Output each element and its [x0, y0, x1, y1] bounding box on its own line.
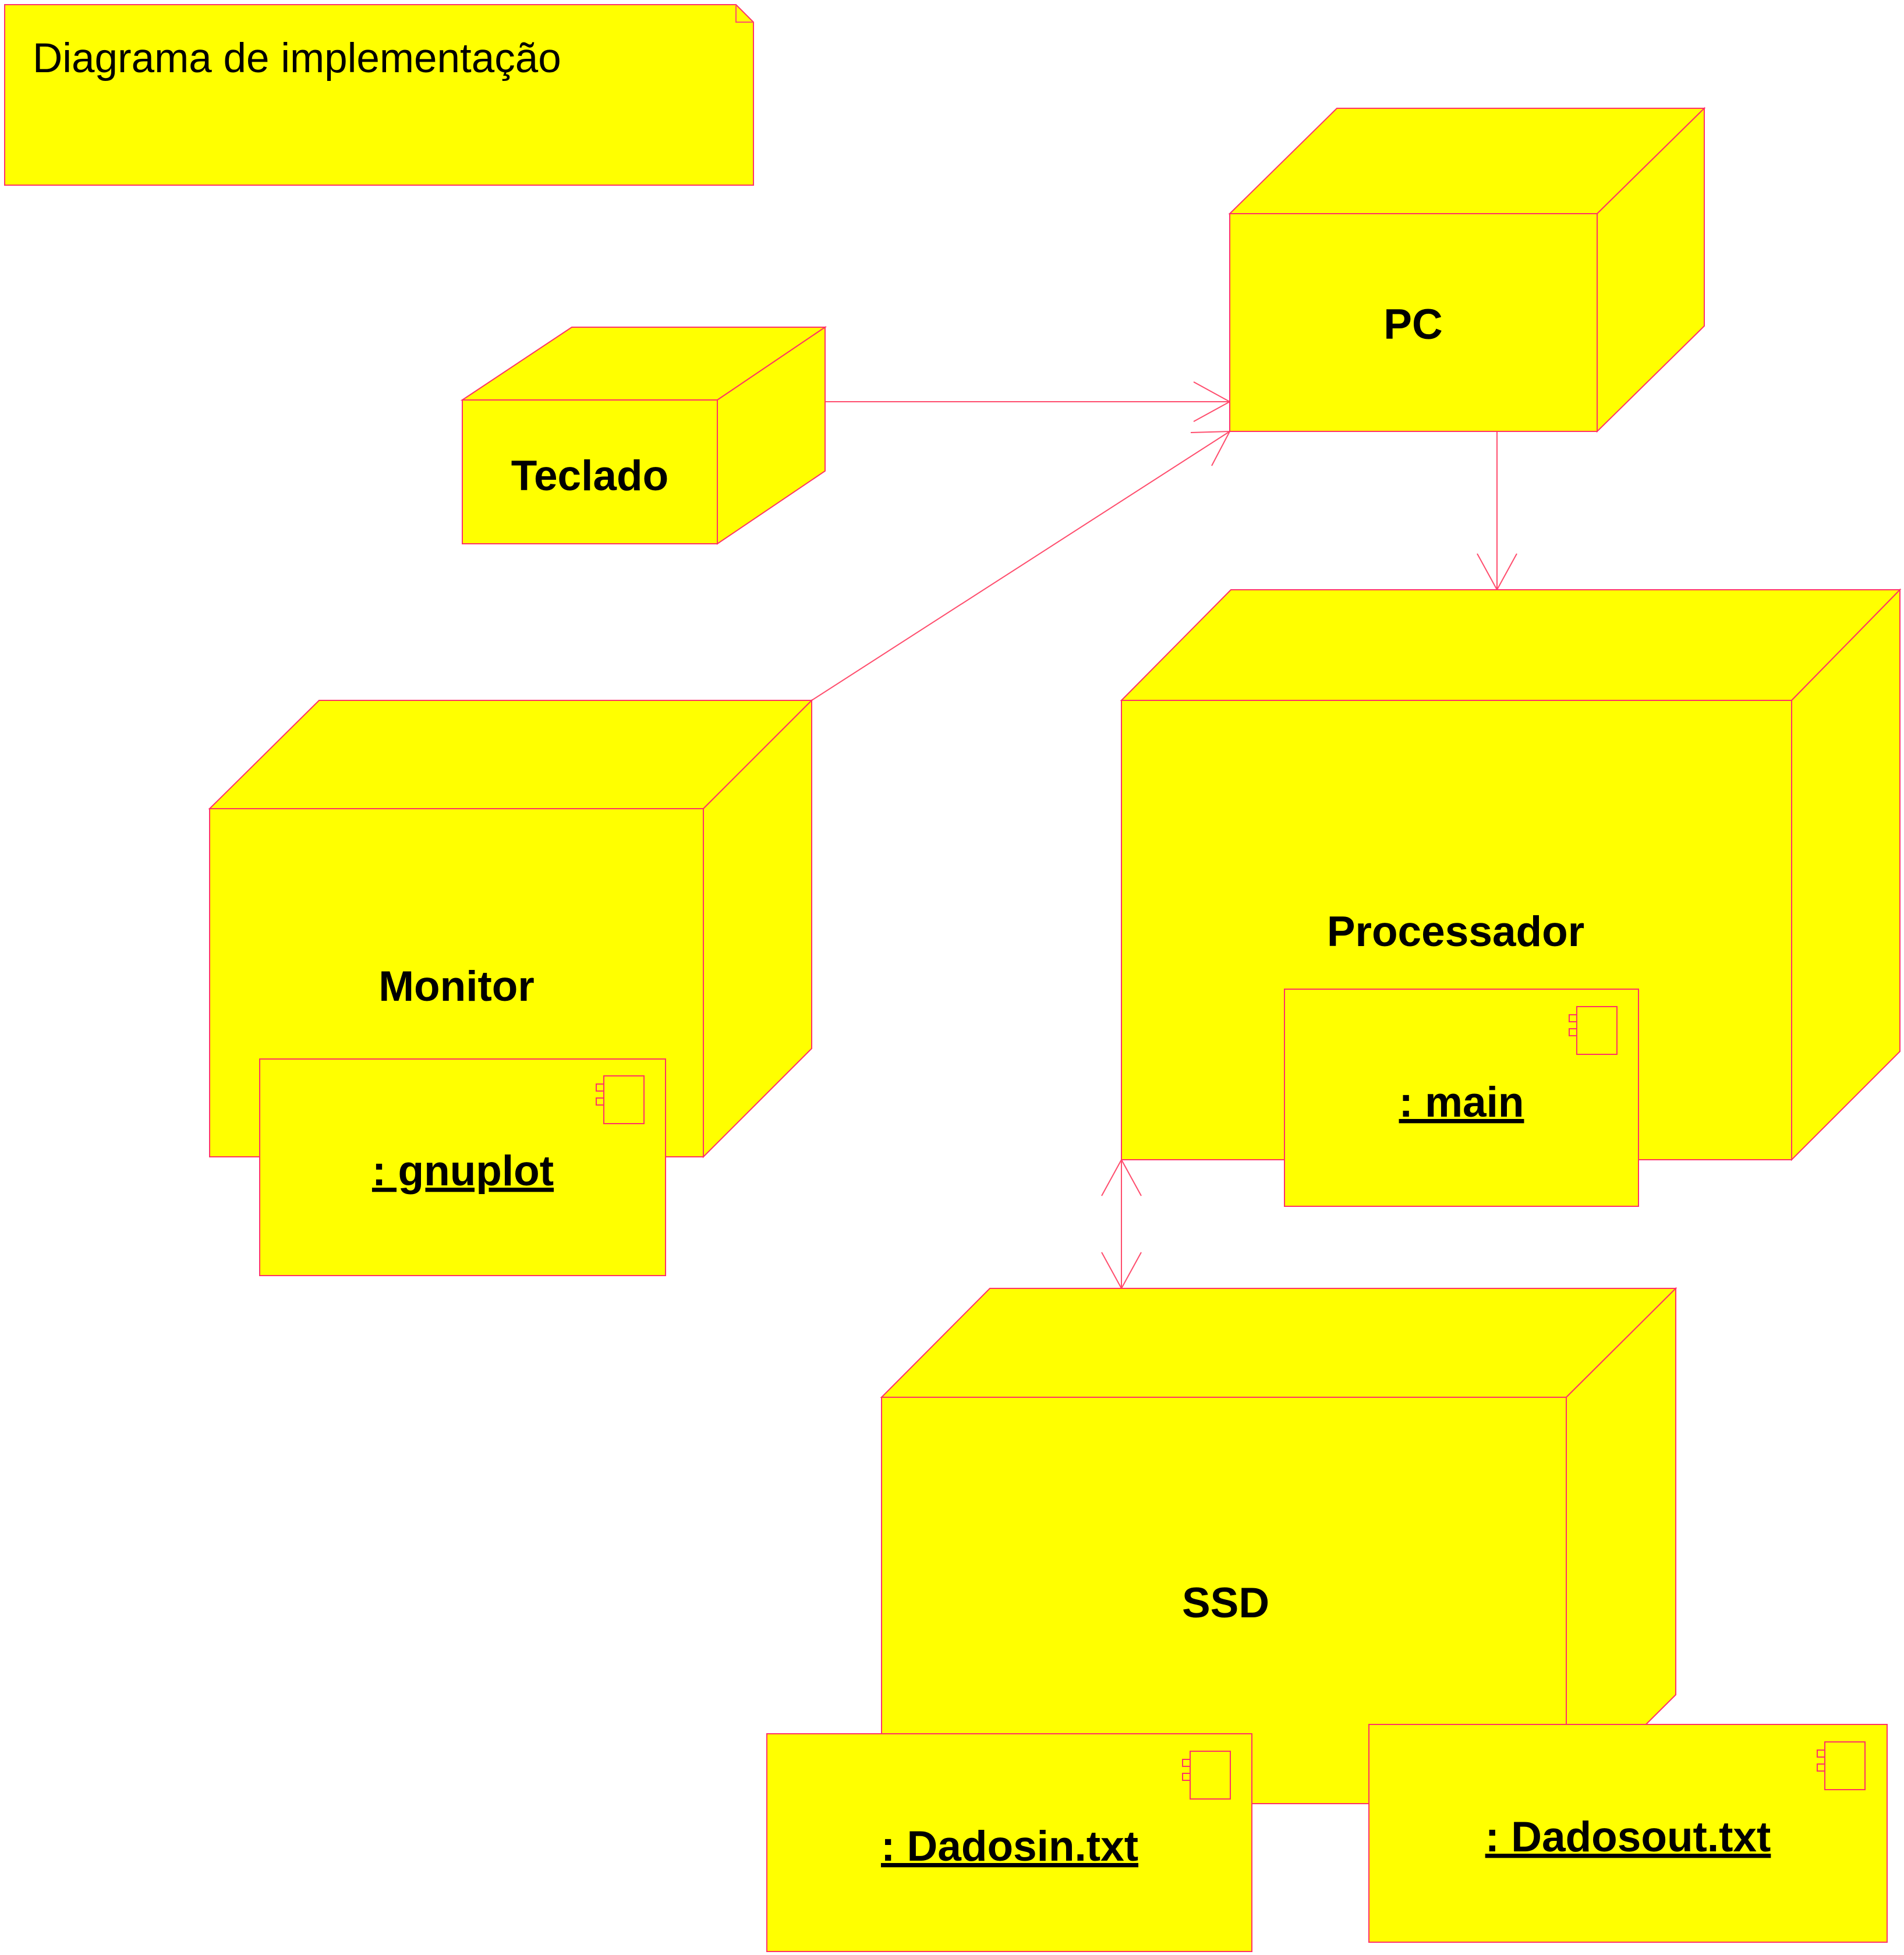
edge-teclado-pc	[825, 381, 1231, 422]
node-label-monitor: Monitor	[378, 963, 535, 1010]
component-label-dadosout: : Dadosout.txt	[1485, 1814, 1771, 1861]
node-label-ssd: SSD	[1182, 1579, 1269, 1627]
component-label-main: : main	[1399, 1079, 1524, 1126]
component-icon	[596, 1075, 645, 1124]
node-label-teclado: Teclado	[511, 452, 668, 500]
component-icon	[1569, 1006, 1618, 1055]
component-dadosin[interactable]: : Dadosin.txt	[766, 1733, 1252, 1952]
node-pc[interactable]: PC	[1228, 107, 1706, 433]
node-teclado[interactable]: Teclado	[460, 326, 827, 545]
component-label-gnuplot: : gnuplot	[372, 1148, 554, 1195]
component-icon	[1817, 1741, 1866, 1790]
note-title: Diagrama de implementação	[33, 36, 561, 82]
diagram-note[interactable]: Diagrama de implementação	[4, 4, 754, 186]
edge-processador-ssd	[1101, 1158, 1142, 1290]
node-label-processador: Processador	[1327, 908, 1584, 955]
component-icon	[1182, 1751, 1231, 1800]
edge-pc-processador	[1477, 431, 1517, 592]
component-gnuplot[interactable]: : gnuplot	[259, 1058, 666, 1276]
node-label-pc: PC	[1383, 301, 1442, 348]
component-main[interactable]: : main	[1284, 989, 1639, 1207]
component-dadosout[interactable]: : Dadosout.txt	[1368, 1724, 1888, 1943]
component-label-dadosin: : Dadosin.txt	[881, 1823, 1138, 1870]
